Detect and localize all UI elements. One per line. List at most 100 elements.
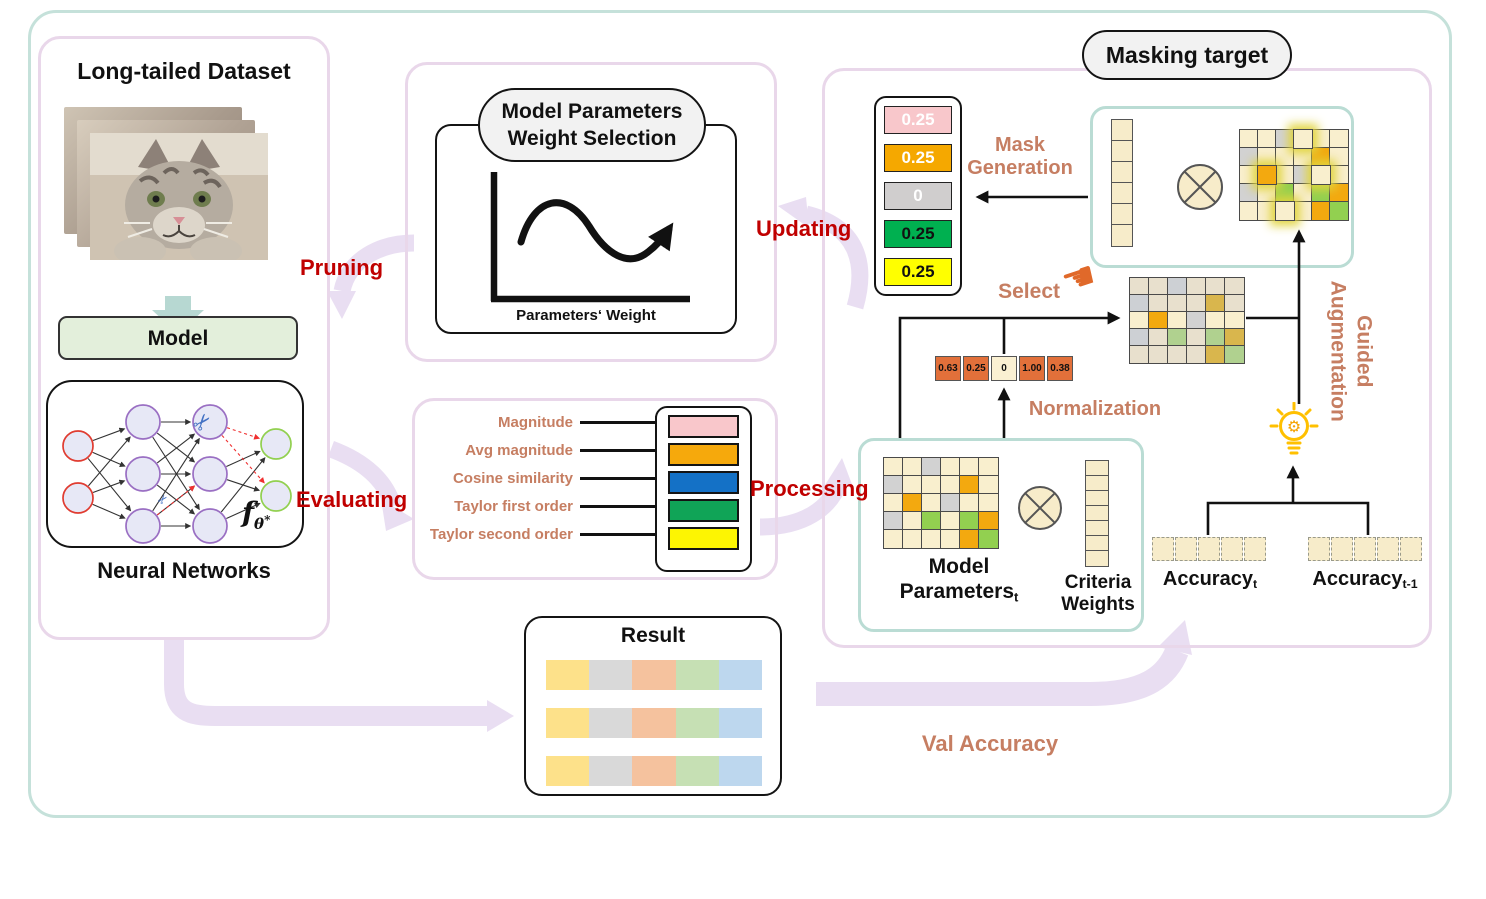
criteria-bar [668, 415, 739, 438]
vector-cell [1244, 537, 1266, 561]
masking-target-pill: Masking target [1082, 30, 1292, 80]
fn-star: * [264, 513, 271, 527]
matrix-cell [1186, 328, 1207, 347]
criteria-row: Taylor second order [418, 522, 665, 546]
weight-selection-panel [405, 62, 777, 362]
matrix-cell [921, 475, 942, 495]
matrix-cell [1293, 183, 1313, 203]
result-segment [589, 708, 633, 738]
criteria-weights-vector [1085, 460, 1110, 567]
nn-node [260, 428, 292, 460]
vector-cell [1085, 505, 1110, 522]
vector-cell [1111, 140, 1134, 163]
criteria-bars-box [655, 406, 752, 572]
result-segment [546, 660, 590, 690]
result-segment [632, 756, 676, 786]
matrix-cell [1329, 129, 1349, 149]
nn-node [260, 480, 292, 512]
matrix-cell [1275, 183, 1295, 203]
criteria-weights-line1: Criteria [1064, 572, 1132, 593]
matrix-cell [1311, 201, 1331, 221]
matrix-cell [1329, 165, 1349, 185]
guided-line2: Augmentation [1326, 280, 1349, 422]
mask-generation-line1: Mask [994, 134, 1046, 156]
guided-line1: Guided [1352, 315, 1376, 388]
nn-node [125, 508, 161, 544]
result-segment [632, 660, 676, 690]
matrix-cell [1167, 311, 1188, 330]
matrix-cell [940, 529, 961, 549]
result-row [546, 660, 763, 690]
lightbulb-icon: ⚙ [1268, 402, 1320, 460]
matrix-cell [883, 529, 904, 549]
vector-cell [1308, 537, 1330, 561]
processing-label: Processing [750, 476, 869, 501]
result-title: Result [620, 624, 686, 647]
nn-node [62, 482, 94, 514]
accuracy-t1-label: Accuracyt-1 [1290, 568, 1440, 591]
matrix-cell [1205, 311, 1226, 330]
vector-cell [1152, 537, 1174, 561]
mask-vector [1111, 119, 1134, 247]
result-segment [546, 756, 590, 786]
value-cell: 1.00 [1019, 356, 1045, 381]
model-params-line1: Model [928, 555, 990, 578]
result-segment [632, 708, 676, 738]
matrix-cell [902, 475, 923, 495]
vector-cell [1175, 537, 1197, 561]
criteria-row: Avg magnitude [418, 438, 665, 462]
matrix-cell [1224, 328, 1245, 347]
matrix-cell [1293, 147, 1313, 167]
matrix-cell [1224, 345, 1245, 364]
vector-cell [1331, 537, 1353, 561]
evaluating-label: Evaluating [296, 487, 408, 512]
matrix-cell [1129, 345, 1150, 364]
masking-target-title: Masking target [1105, 41, 1269, 68]
dataset-title: Long-tailed Dataset [77, 58, 291, 84]
model-params-sub: t [1014, 589, 1019, 605]
select-matrix [1129, 277, 1245, 364]
nn-node [125, 404, 161, 440]
matrix-cell [1293, 165, 1313, 185]
nn-node [192, 456, 228, 492]
accuracy-t1-text: Accuracy [1312, 568, 1403, 590]
result-segment [675, 708, 719, 738]
matrix-cell [1186, 277, 1207, 296]
matrix-cell [1148, 311, 1169, 330]
matrix-cell [921, 529, 942, 549]
criteria-bar [668, 471, 739, 494]
fn-f: f [242, 496, 255, 529]
accuracy-t1-sub: t-1 [1402, 577, 1418, 592]
matrix-cell [1148, 328, 1169, 347]
matrix-cell [959, 511, 980, 531]
val-accuracy-label: Val Accuracy [921, 731, 1059, 756]
matrix-cell [1129, 311, 1150, 330]
matrix-cell [1129, 277, 1150, 296]
criteria-row: Cosine similarity [418, 466, 665, 490]
matrix-cell [959, 493, 980, 513]
value-cell: 0.63 [935, 356, 961, 381]
vector-cell [1111, 119, 1134, 142]
vector-cell [1354, 537, 1376, 561]
axis-label: Parameters‘ Weight [516, 307, 656, 324]
weight-selection-pill: Model Parameters Weight Selection [478, 88, 706, 162]
matrix-cell [883, 493, 904, 513]
pill-line2: Weight Selection [507, 127, 677, 150]
matrix-cell [883, 457, 904, 477]
accuracy-t-row [1152, 537, 1266, 561]
matrix-cell [978, 493, 999, 513]
matrix-cell [978, 475, 999, 495]
matrix-cell [1148, 294, 1169, 313]
matrix-cell [959, 475, 980, 495]
matrix-cell [921, 511, 942, 531]
matrix-cell [883, 475, 904, 495]
criteria-weights-label: Criteria Weights [1048, 572, 1148, 616]
matrix-cell [1224, 311, 1245, 330]
result-segment [589, 660, 633, 690]
criteria-bar [668, 527, 739, 550]
matrix-cell [1205, 345, 1226, 364]
matrix-cell [1186, 345, 1207, 364]
matrix-cell [902, 529, 923, 549]
matrix-cell [978, 457, 999, 477]
matrix-cell [940, 493, 961, 513]
